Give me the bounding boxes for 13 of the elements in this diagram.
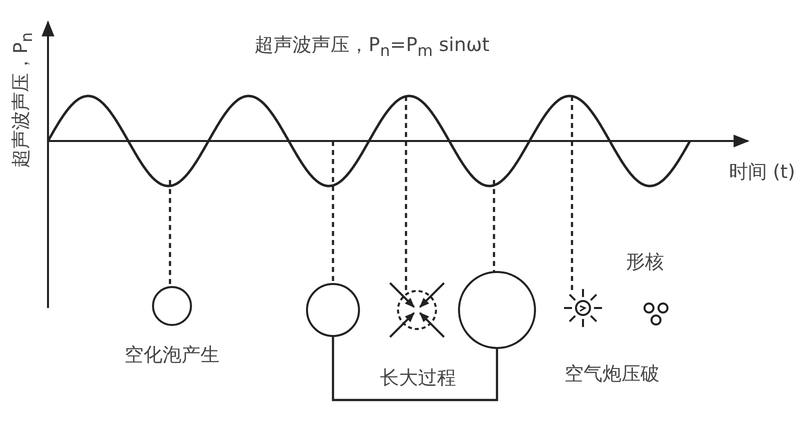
leader-line <box>570 96 574 292</box>
node-label: 空气炮压破 <box>564 362 660 387</box>
leader-line <box>492 180 496 272</box>
bubble <box>457 270 537 350</box>
node-label: 空化泡产生 <box>124 343 220 368</box>
node-label: 形核 <box>626 250 664 275</box>
axis-title: 时间 (t) <box>728 160 796 185</box>
caption: 长大过程 <box>380 366 456 391</box>
bubble <box>305 282 361 338</box>
formula: 超声波声压，P$_{n}$=P$_{m}$ sinωt <box>254 33 490 60</box>
bubble <box>151 285 193 327</box>
leader-line <box>332 141 334 284</box>
connector-line <box>332 336 498 402</box>
